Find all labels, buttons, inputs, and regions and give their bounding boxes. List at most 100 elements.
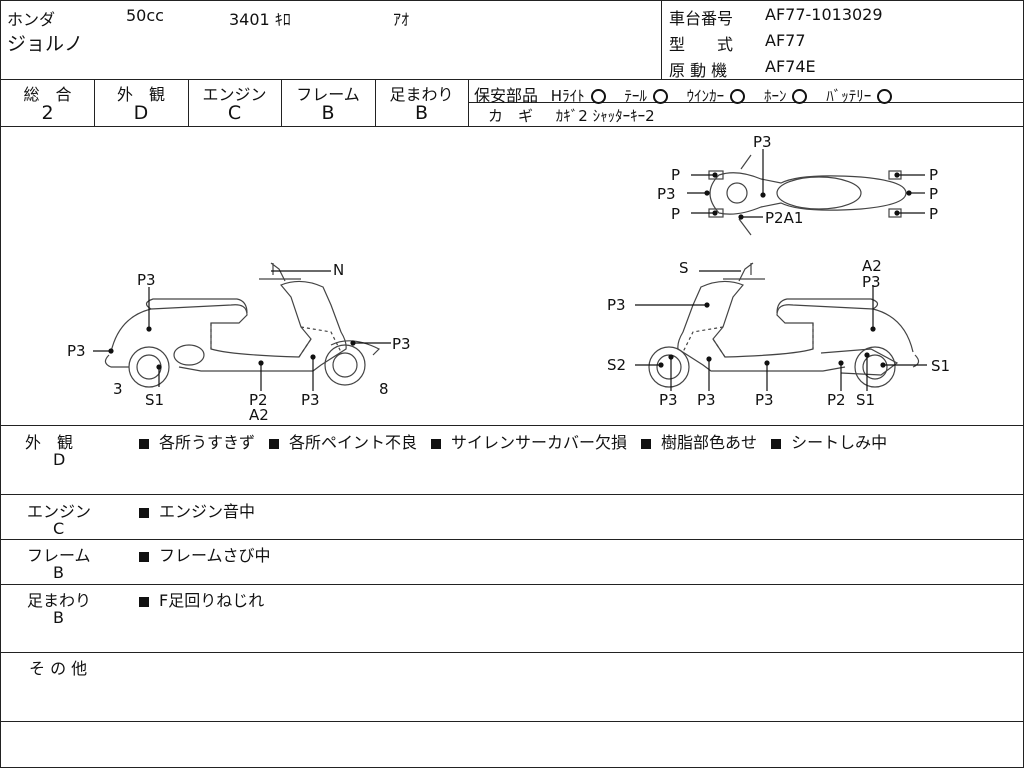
divider — [375, 79, 376, 126]
key-label: カ ギ — [488, 107, 534, 125]
displacement: 50cc — [126, 6, 164, 25]
note-item: シートしみ中 — [791, 433, 888, 452]
mark-label: P — [929, 205, 938, 223]
note-items-engine: エンジン音中 — [139, 498, 255, 522]
grade-frame-label: フレーム — [296, 85, 360, 104]
note-item: 各所うすきず — [159, 433, 256, 452]
note-category-other: そ の 他 — [29, 659, 88, 678]
mark-label: S1 — [931, 357, 950, 375]
mark-label: P3 — [753, 133, 772, 151]
grade-overall-value: 2 — [41, 102, 54, 124]
mark-label: P3 — [392, 335, 411, 353]
grade-engine-value: C — [227, 102, 242, 124]
divider — [1, 584, 1023, 585]
divider — [1, 79, 1023, 80]
ok-circle-icon — [792, 89, 808, 104]
mark-label: P — [929, 166, 938, 184]
divider — [1, 126, 1023, 127]
safety-item-tail: ﾃｰﾙ — [624, 87, 647, 105]
note-item: エンジン音中 — [159, 502, 256, 521]
mark-label: A2 — [862, 257, 882, 275]
engine-value: AF74E — [765, 57, 816, 76]
ok-circle-icon — [590, 89, 606, 104]
divider — [281, 79, 282, 126]
key-value: ｶｷﾞ2 ｼｬｯﾀｰｷｰ2 — [555, 107, 655, 125]
note-category-frame: フレーム — [27, 546, 91, 565]
mark-label: P3 — [862, 273, 881, 291]
mark-label: P — [671, 166, 680, 184]
note-category-engine: エンジン — [27, 502, 92, 521]
grade-frame-value: B — [321, 102, 335, 124]
note-items-frame: フレームさび中 — [139, 542, 271, 566]
mark-label: P3 — [657, 185, 676, 203]
bullet-icon — [771, 438, 782, 449]
divider — [468, 102, 1023, 103]
key-row: カ ギ ｶｷﾞ2 ｼｬｯﾀｰｷｰ2 — [488, 105, 655, 126]
bullet-icon — [641, 438, 652, 449]
type-value: AF77 — [765, 31, 806, 50]
safety-item-winker: ｳｲﾝｶｰ — [686, 87, 725, 105]
model-name: ジョルノ — [7, 33, 84, 55]
frame-no: AF77-1013029 — [765, 5, 883, 24]
mark-label: P2 — [827, 391, 846, 409]
mark-label: 8 — [379, 380, 389, 398]
grade-suspension-value: B — [414, 102, 429, 124]
scooter-top-view-drawing — [708, 154, 907, 236]
safety-item-headlight: Hﾗｲﾄ — [550, 87, 585, 105]
mark-label: N — [333, 261, 344, 279]
mark-label: 3 — [113, 380, 123, 398]
mark-label: P — [671, 205, 680, 223]
bullet-icon — [139, 551, 149, 562]
frame-no-label: 車台番号 — [669, 9, 734, 28]
grade-engine-label: エンジン — [202, 85, 267, 104]
mark-label: P3 — [755, 391, 774, 409]
grade-exterior-value: D — [133, 102, 149, 124]
mark-label: P — [929, 185, 938, 203]
divider — [1, 425, 1023, 426]
note-item: フレームさび中 — [159, 546, 271, 565]
type-label: 型 式 — [669, 35, 734, 54]
bullet-icon — [269, 438, 280, 449]
mark-label: P3 — [67, 342, 86, 360]
scooter-right-side-drawing — [648, 262, 920, 388]
bullet-icon — [431, 438, 442, 449]
divider — [1, 652, 1023, 653]
mark-label: S — [679, 259, 689, 277]
divider — [188, 79, 189, 126]
note-item: F足回りねじれ — [159, 591, 265, 610]
divider — [1, 494, 1023, 495]
mark-label: P3 — [607, 296, 626, 314]
safety-label: 保安部品 — [474, 86, 539, 105]
mark-label: S2 — [607, 356, 626, 374]
note-items-suspension: F足回りねじれ — [139, 587, 264, 611]
engine-label: 原 動 機 — [669, 61, 728, 80]
mark-label: P2A1 — [765, 209, 803, 227]
note-grade-exterior: D — [53, 450, 66, 469]
safety-item-battery: ﾊﾞｯﾃﾘｰ — [826, 87, 872, 105]
safety-item-horn: ﾎｰﾝ — [763, 87, 787, 105]
divider — [94, 79, 95, 126]
ok-circle-icon — [730, 89, 746, 104]
note-grade-engine: C — [53, 519, 65, 538]
mark-label: P2 — [249, 391, 268, 409]
mark-label: A2 — [249, 406, 269, 424]
ok-circle-icon — [877, 89, 893, 104]
safety-parts-row: 保安部品 Hﾗｲﾄ ﾃｰﾙ ｳｲﾝｶｰ ﾎｰﾝ ﾊﾞｯﾃﾘｰ — [474, 82, 893, 106]
grade-overall-label: 総 合 — [23, 85, 72, 104]
note-grade-frame: B — [53, 563, 64, 582]
mark-label: P3 — [659, 391, 678, 409]
divider — [1, 539, 1023, 540]
note-category-suspension: 足まわり — [27, 591, 92, 610]
maker: ホンダ — [7, 10, 56, 29]
mileage: 3401 ｷﾛ — [229, 10, 291, 29]
header-divider — [661, 1, 662, 79]
mark-label: S1 — [856, 391, 875, 409]
note-items-exterior: 各所うすきず各所ペイント不良サイレンサーカバー欠損樹脂部色あせシートしみ中 — [139, 429, 887, 453]
mark-label: S1 — [145, 391, 164, 409]
mark-label: P3 — [137, 271, 156, 289]
note-item: 各所ペイント不良 — [289, 433, 418, 452]
bullet-icon — [139, 596, 149, 607]
grade-suspension-label: 足まわり — [389, 85, 454, 104]
scooter-left-side-drawing — [104, 262, 381, 388]
